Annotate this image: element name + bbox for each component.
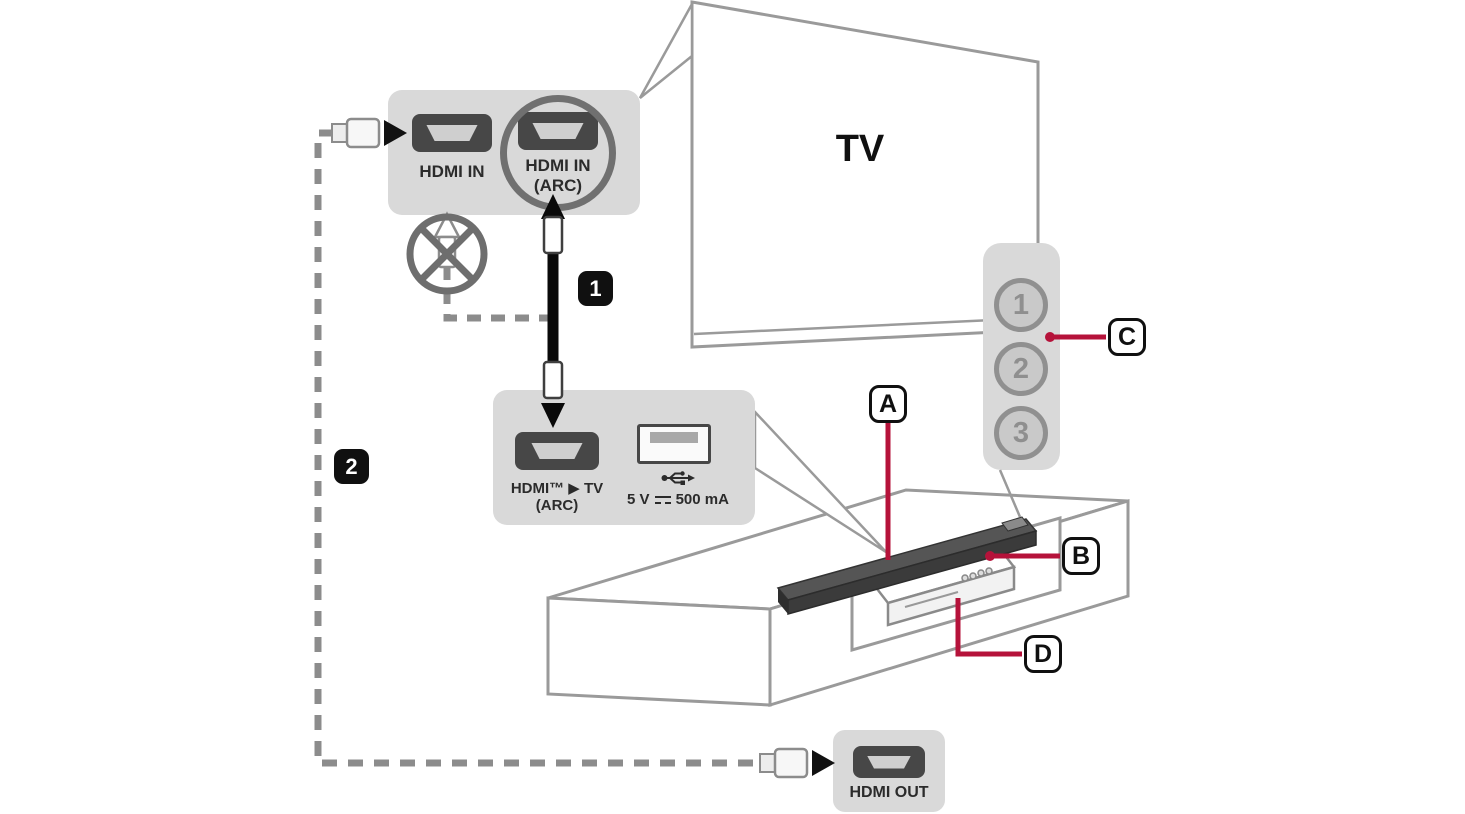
usb-port <box>637 424 711 464</box>
hdmi-in-arc-label-line2: (ARC) <box>533 175 583 195</box>
tv-inputs-panel: HDMI IN HDMI IN (ARC) <box>388 90 640 215</box>
usb-power-label-prefix: 5 V <box>627 491 650 508</box>
hdmi-in-port <box>412 114 492 152</box>
soundbar-hdmi-arc-label-line1: HDMI™ ▶ TV <box>510 480 604 497</box>
soundbar-hdmi-arc-port-inner <box>531 443 583 459</box>
tv-label: TV <box>835 128 885 170</box>
hdmi-in-arc-label: HDMI IN (ARC) <box>496 156 620 195</box>
step-2-badge: 2 <box>334 449 369 484</box>
soundbar-button-3: 3 <box>994 406 1048 460</box>
callout-a: A <box>869 385 907 423</box>
media-player-buttons <box>961 567 993 582</box>
callout-c: C <box>1108 318 1146 356</box>
usb-icon <box>661 471 695 485</box>
hdmi-out-panel: HDMI OUT <box>833 730 945 812</box>
usb-caption: 5 V 500 mA <box>619 470 737 508</box>
hdmi-in-arc-label-line1: HDMI IN <box>525 156 591 175</box>
hdmi-out-label: HDMI OUT <box>849 784 929 801</box>
hdmi-out-port-inner <box>867 755 911 769</box>
soundbar-hdmi-arc-label: HDMI™ ▶ TV (ARC) <box>493 480 621 515</box>
usb-power-label: 5 V 500 mA <box>619 491 737 508</box>
soundbar-button-2-label: 2 <box>1012 352 1030 385</box>
step-1-badge: 1 <box>578 271 613 306</box>
tv-stand-left-face <box>546 596 772 707</box>
soundbar-button-1-label: 1 <box>1012 288 1030 321</box>
callout-b: B <box>1062 537 1100 575</box>
soundbar-left-end <box>778 588 788 614</box>
soundbar-button-1: 1 <box>994 278 1048 332</box>
soundbar-button-2: 2 <box>994 342 1048 396</box>
usb-port-tongue <box>650 432 698 443</box>
soundbar-ports-panel: HDMI™ ▶ TV (ARC) 5 V 500 mA <box>493 390 755 525</box>
hdmi-out-port <box>853 746 925 778</box>
soundbar-buttons-panel: 1 2 3 <box>983 243 1060 470</box>
hdmi-in-port-inner <box>426 125 478 141</box>
media-player-slot <box>904 591 959 608</box>
soundbar-button-3-label: 3 <box>1012 416 1030 449</box>
soundbar-connector-panel <box>1001 516 1029 532</box>
usb-power-label-suffix: 500 mA <box>675 491 729 508</box>
dc-symbol <box>654 495 671 504</box>
soundbar-hdmi-arc-port <box>515 432 599 470</box>
callout-d: D <box>1024 635 1062 673</box>
soundbar-hdmi-arc-label-line2: (ARC) <box>535 497 579 515</box>
tv-callout-wedge <box>638 3 694 99</box>
